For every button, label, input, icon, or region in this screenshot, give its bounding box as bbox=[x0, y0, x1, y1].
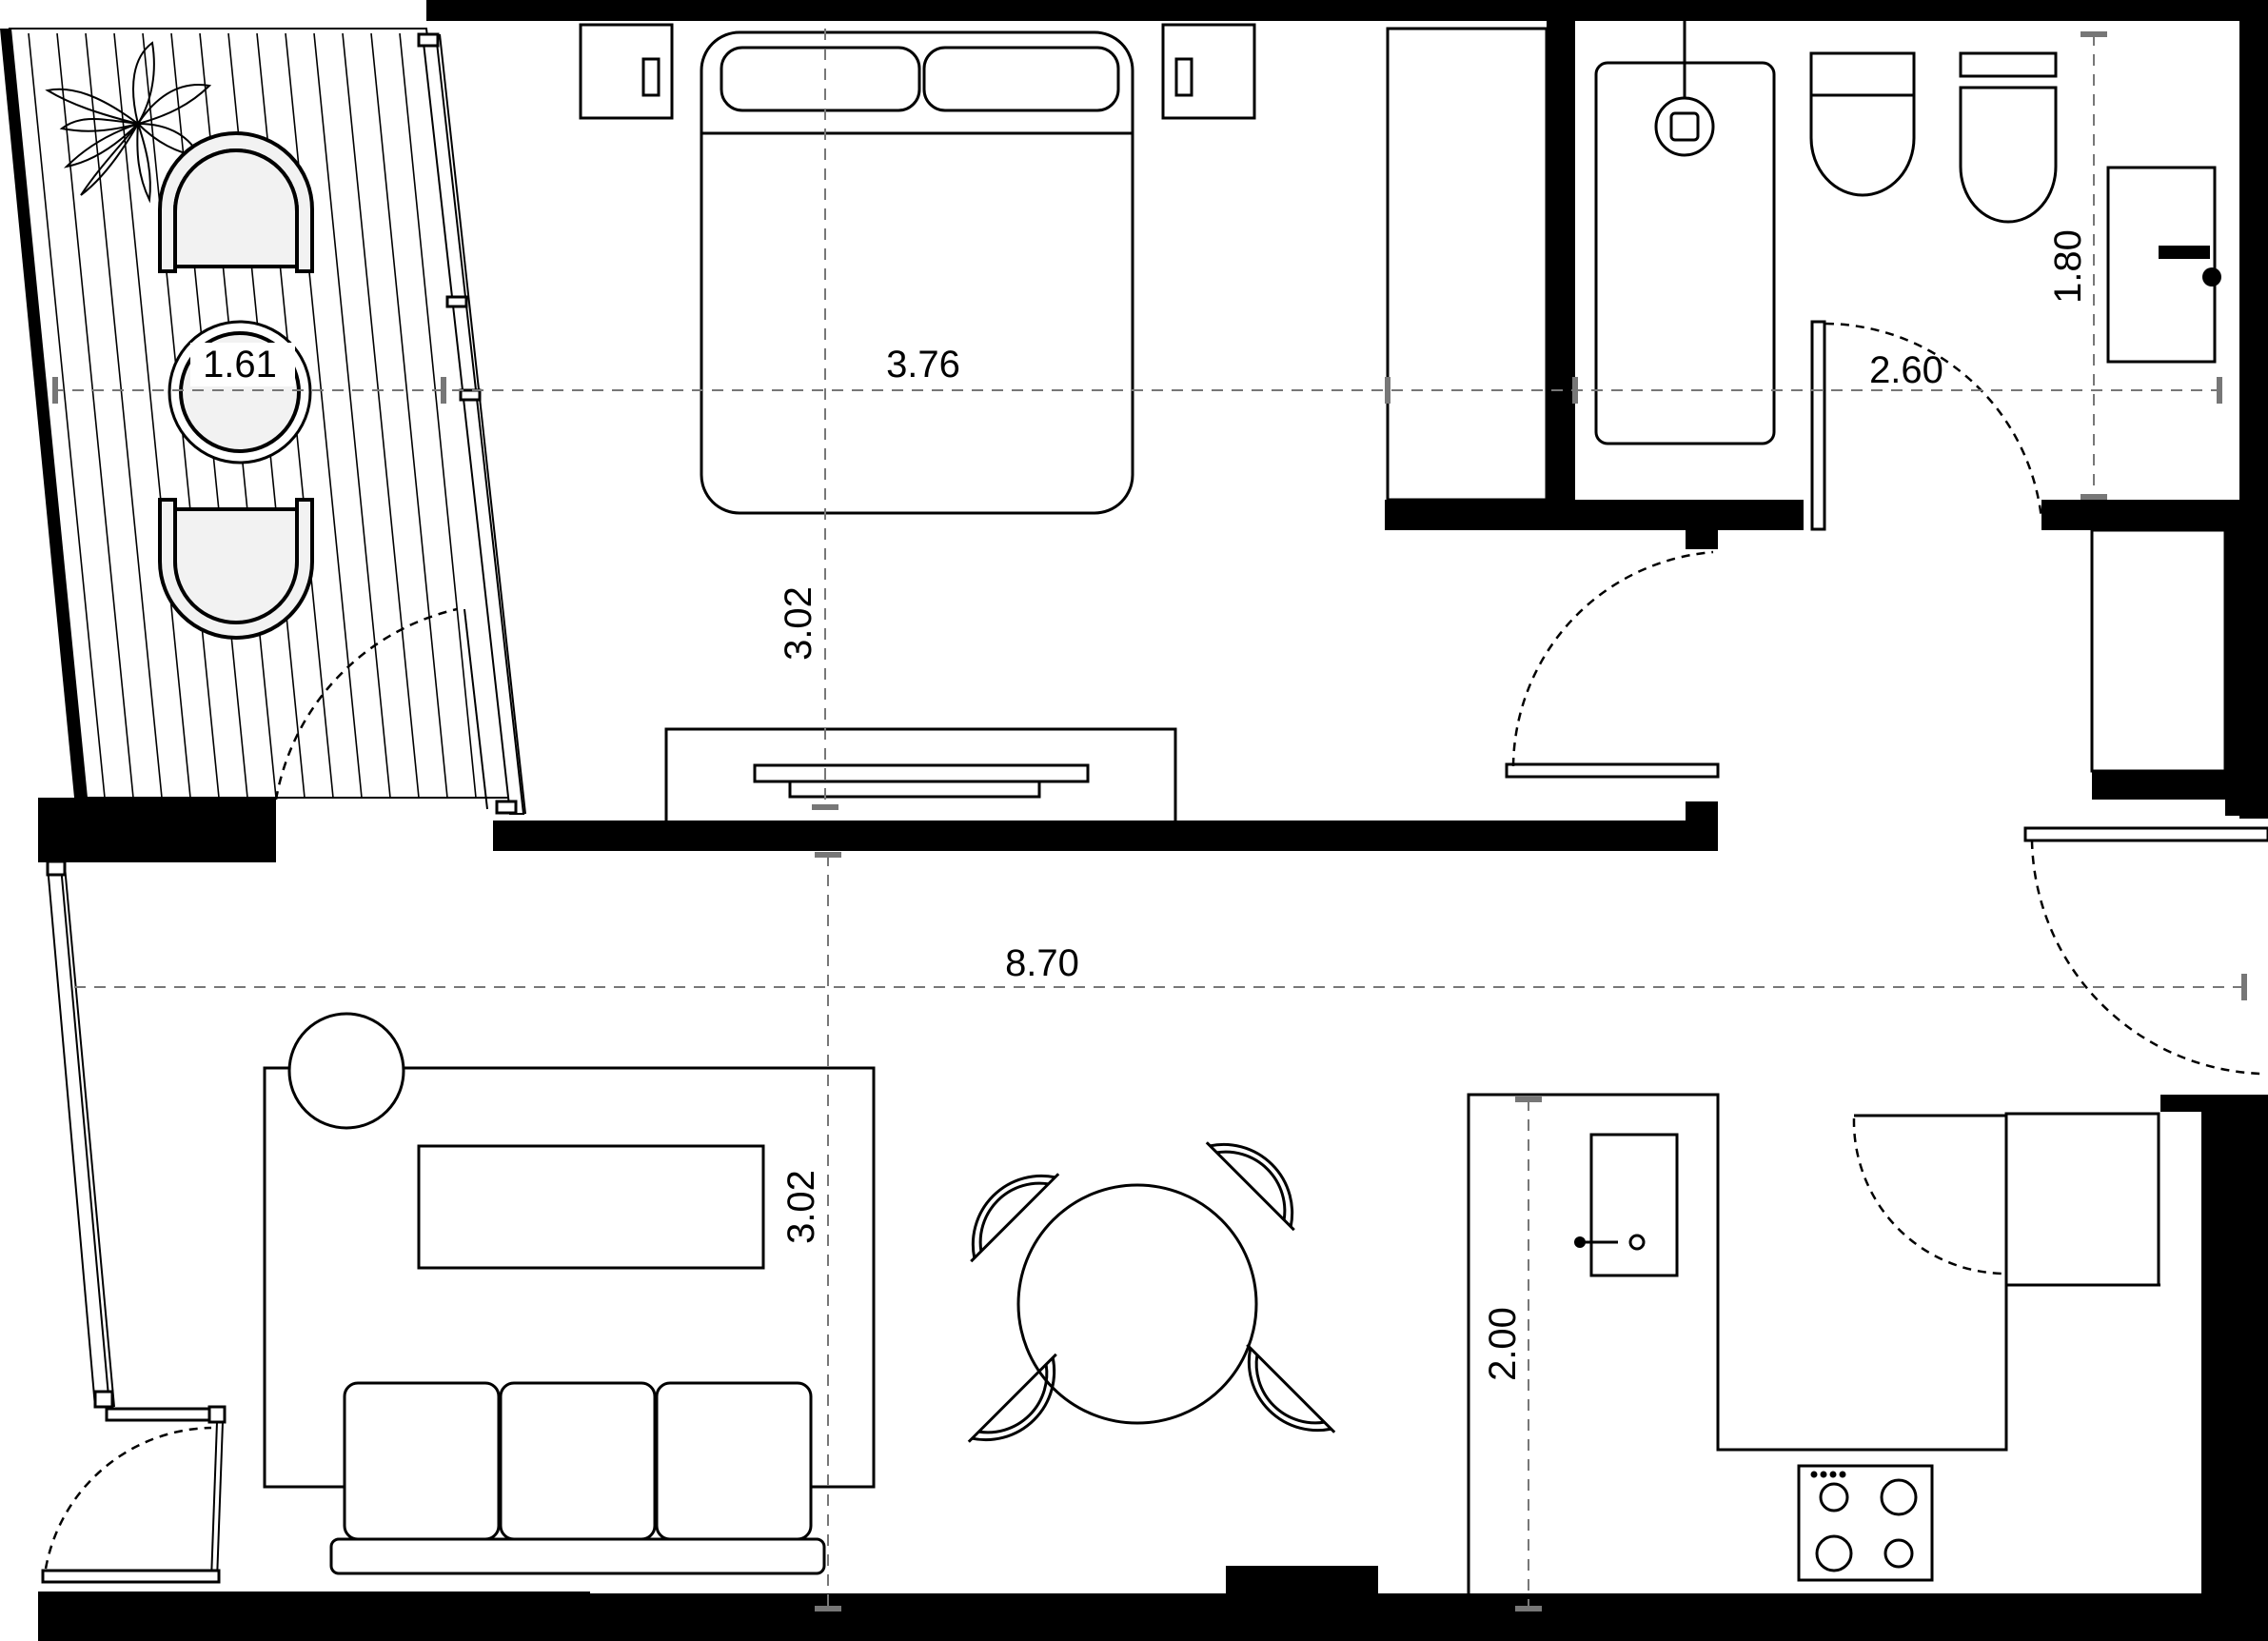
sofa-icon bbox=[329, 1381, 826, 1575]
nightstand-lamp bbox=[1174, 57, 1193, 97]
deck-board bbox=[285, 32, 363, 799]
kitchen-depth-label: 2.00 bbox=[1482, 1307, 1524, 1381]
living-door-frame bbox=[105, 1407, 223, 1422]
deck-board bbox=[399, 32, 477, 799]
wall-kitchen-top bbox=[2160, 1095, 2268, 1112]
closet bbox=[2090, 528, 2227, 773]
deck-board bbox=[342, 32, 420, 799]
entry-door-swing bbox=[2030, 840, 2261, 1076]
deck-board bbox=[28, 32, 106, 799]
wall-bedroom-stub bbox=[1686, 801, 1718, 851]
kitchen bbox=[1467, 1093, 2160, 1609]
bathroom-door-leaf bbox=[1810, 320, 1826, 531]
balcony-chair bbox=[158, 131, 314, 273]
dimension-labels: 1.61 3.76 3.02 2.60 1.80 8.70 3.02 2.00 bbox=[190, 229, 2089, 1381]
sink-icon bbox=[2106, 166, 2221, 364]
toilet-icon bbox=[1959, 51, 2058, 224]
balcony-width-label: 1.61 bbox=[203, 344, 277, 386]
side-table bbox=[287, 1012, 405, 1130]
wall-closet-right bbox=[2225, 530, 2239, 816]
window-post bbox=[445, 295, 468, 308]
sink-icon bbox=[1574, 1133, 1679, 1277]
wall-bathroom-stub bbox=[1686, 530, 1718, 549]
wall-kitchen-right bbox=[2201, 1095, 2239, 1641]
balcony-window-pane bbox=[439, 33, 526, 815]
wall-pillar bbox=[1226, 1566, 1378, 1641]
balcony bbox=[0, 28, 526, 815]
window-post bbox=[459, 388, 482, 402]
window-post bbox=[93, 1390, 114, 1409]
nightstand-right bbox=[1161, 23, 1256, 120]
balcony-door-leaf bbox=[463, 608, 488, 810]
deck-board bbox=[56, 32, 134, 799]
nightstand-lamp bbox=[641, 57, 661, 97]
window-post bbox=[207, 1405, 227, 1424]
kitchen-counter bbox=[1467, 1093, 2160, 1609]
balcony-door-swing bbox=[274, 607, 458, 801]
wall-balcony-base bbox=[38, 798, 276, 862]
wall-bathroom-left bbox=[1547, 21, 1575, 530]
balcony-chair bbox=[158, 498, 314, 640]
bathroom-width-label: 2.60 bbox=[1869, 349, 1943, 391]
bedroom-door-leaf bbox=[1505, 762, 1720, 779]
cooktop-icon bbox=[1797, 1464, 1934, 1582]
window-post bbox=[46, 860, 67, 877]
wall-bedroom-bottom bbox=[493, 820, 1718, 851]
wall-right bbox=[2239, 0, 2268, 819]
wardrobe bbox=[1386, 27, 1548, 502]
tv-console bbox=[664, 727, 1177, 824]
nightstand-left bbox=[579, 23, 674, 120]
window-post bbox=[495, 800, 518, 815]
entry-door-leaf bbox=[2023, 826, 2268, 842]
bathtub-icon bbox=[1594, 21, 1776, 445]
wall-right-lower bbox=[2239, 1095, 2268, 1641]
deck-board bbox=[113, 32, 191, 799]
living-door-glass bbox=[216, 1421, 224, 1581]
balcony-rail bbox=[0, 29, 88, 798]
dimension-lines bbox=[52, 29, 2247, 1611]
bathroom bbox=[1505, 21, 2268, 1076]
living-door-glass bbox=[210, 1421, 218, 1581]
bedroom-depth-label: 3.02 bbox=[778, 586, 819, 661]
deck-board bbox=[85, 32, 163, 799]
bathroom-depth-label: 1.80 bbox=[2047, 229, 2089, 304]
bed-icon bbox=[700, 30, 1134, 515]
deck-board bbox=[313, 32, 391, 799]
living-area bbox=[41, 860, 1336, 1584]
bedroom-width-label: 3.76 bbox=[886, 344, 960, 386]
fridge-door-swing bbox=[1852, 1117, 2004, 1275]
dining-table-icon bbox=[967, 1141, 1336, 1443]
bedroom bbox=[579, 23, 1548, 824]
wall-closet-bottom bbox=[2092, 771, 2239, 800]
wall-bathroom-bottom bbox=[1385, 500, 1804, 530]
wall-top bbox=[426, 0, 2268, 21]
apartment-width-label: 8.70 bbox=[1005, 942, 1079, 984]
walls bbox=[38, 0, 2268, 1641]
bathroom-door-swing bbox=[1824, 322, 2043, 520]
wall-bottom-left bbox=[38, 1592, 590, 1641]
toilet-icon bbox=[1809, 51, 1916, 197]
window-post bbox=[417, 32, 440, 48]
deck-board bbox=[370, 32, 448, 799]
living-door-swing bbox=[44, 1426, 212, 1570]
coffee-table bbox=[417, 1144, 765, 1270]
fridge bbox=[2004, 1112, 2160, 1287]
living-window-pane bbox=[64, 865, 115, 1408]
living-door-leaf bbox=[41, 1569, 221, 1584]
living-depth-label: 3.02 bbox=[780, 1170, 822, 1244]
bedroom-door-swing bbox=[1511, 550, 1714, 767]
living-window bbox=[46, 865, 111, 1408]
wall-bathroom-bottom-right bbox=[2041, 500, 2239, 530]
